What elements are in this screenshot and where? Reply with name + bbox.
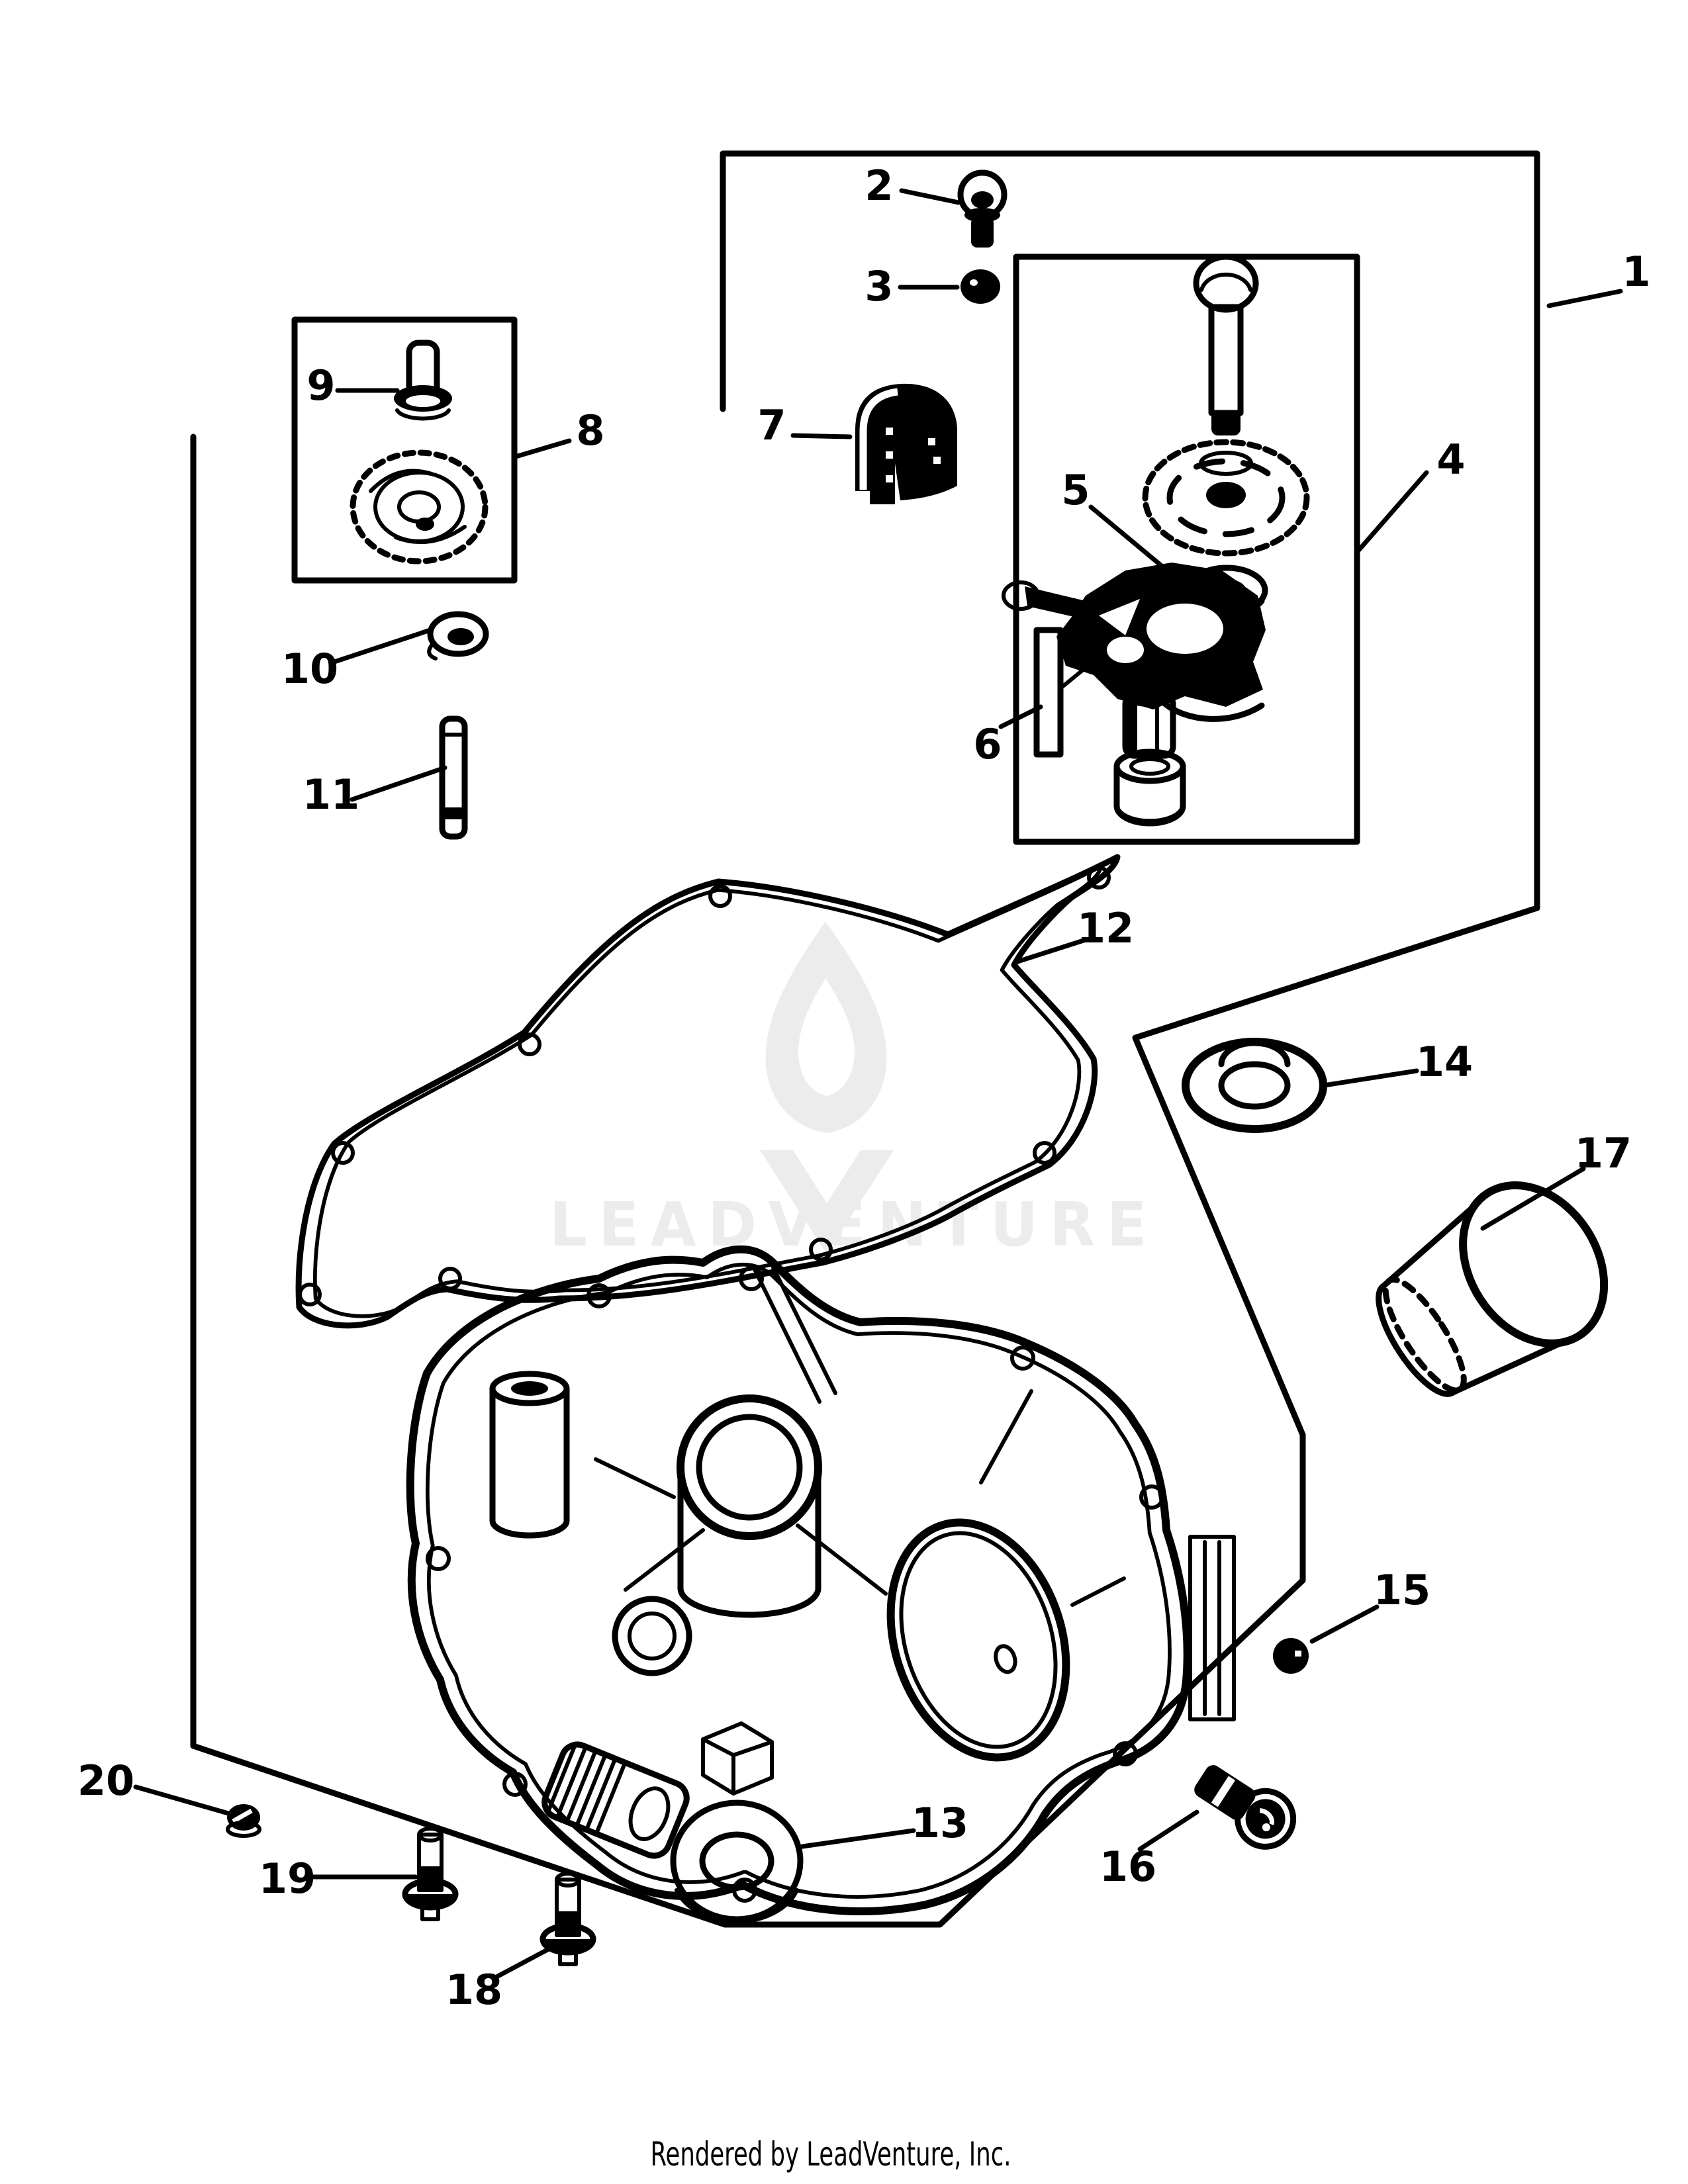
- leader-8: [513, 438, 572, 459]
- callout-6-label[interactable]: 6: [973, 720, 1002, 768]
- callout-15-label[interactable]: 15: [1374, 1566, 1430, 1614]
- part-oil-pan: [406, 1245, 1236, 1915]
- part-flange-screw-2: [957, 169, 1008, 248]
- part-oil-filter-17: [1376, 1181, 1609, 1397]
- pan-ribs: [594, 1265, 1126, 1607]
- v-logo-icon-inner: [794, 1148, 859, 1203]
- leader-12: [1013, 937, 1088, 965]
- group-4-box: [1013, 253, 1360, 845]
- part-cap-10: [427, 611, 489, 660]
- part-dowel-pin-11: [439, 715, 468, 840]
- footer-credit: Rendered by LeadVenture, Inc.: [651, 2135, 1011, 2173]
- part-pump-bolt: [1193, 253, 1259, 435]
- part-plug-20: [226, 1804, 261, 1838]
- leader-20: [133, 1784, 231, 1816]
- part-bolt-19: [402, 1827, 459, 1921]
- leader-7: [790, 433, 853, 439]
- part-bolt-18: [539, 1872, 596, 1966]
- part-pump-cup: [1113, 749, 1186, 827]
- part-oil-seal-13: [670, 1799, 804, 1924]
- callout-13-label[interactable]: 13: [912, 1799, 968, 1847]
- leader-15: [1309, 1604, 1380, 1644]
- callout-1-label[interactable]: 1: [1622, 248, 1650, 296]
- callout-2-label[interactable]: 2: [865, 161, 893, 210]
- leader-lines: [133, 188, 1623, 1979]
- pan-small-bore: [612, 1596, 692, 1676]
- leader-13: [800, 1828, 916, 1849]
- callout-19-label[interactable]: 19: [259, 1854, 316, 1903]
- callout-10-label[interactable]: 10: [281, 645, 338, 693]
- flame-icon-inner: [798, 978, 855, 1096]
- part-governor-gear-8: [350, 449, 489, 565]
- callout-5-label[interactable]: 5: [1061, 466, 1090, 514]
- pan-oil-pickup: [541, 1741, 690, 1859]
- callout-16-label[interactable]: 16: [1100, 1843, 1156, 1891]
- callout-3-label[interactable]: 3: [865, 262, 893, 310]
- watermark-text: LEADVENTURE: [549, 1189, 1158, 1260]
- group-8-box: [291, 316, 518, 584]
- callout-20-label[interactable]: 20: [77, 1756, 134, 1805]
- part-bearing-shell-7: [855, 383, 957, 504]
- part-nut-3: [961, 269, 1000, 304]
- callout-17-label[interactable]: 17: [1575, 1129, 1632, 1177]
- leader-5: [1088, 504, 1173, 576]
- leader-16: [1137, 1809, 1199, 1852]
- leader-11: [350, 765, 447, 802]
- group-1-boundary: [190, 150, 1540, 1928]
- callout-12-label[interactable]: 12: [1077, 904, 1134, 952]
- pan-governor-plate: [886, 1518, 1070, 1762]
- part-washer-14: [1182, 1038, 1327, 1133]
- leader-18: [495, 1942, 560, 1979]
- part-pump-roller: [1122, 686, 1176, 759]
- pan-drain-boss: [701, 1721, 774, 1796]
- part-bolt-16: [1194, 1765, 1297, 1850]
- leader-4: [1356, 470, 1429, 553]
- leader-10: [332, 627, 433, 664]
- pan-side-tab: [1188, 1535, 1236, 1721]
- part-pump-gear: [1142, 439, 1310, 557]
- part-pump-body-6: [1002, 563, 1266, 758]
- gasket-bolt-holes: [298, 866, 1111, 1306]
- callout-4-label[interactable]: 4: [1436, 435, 1465, 484]
- callout-14-label[interactable]: 14: [1416, 1038, 1473, 1086]
- part-gasket-12: [295, 854, 1121, 1329]
- callout-18-label[interactable]: 18: [445, 1966, 502, 2014]
- pan-center-bore: [677, 1394, 822, 1618]
- leader-1: [1546, 289, 1623, 308]
- leader-17: [1480, 1166, 1586, 1231]
- v-logo-icon: [760, 1150, 894, 1254]
- callout-9-label[interactable]: 9: [306, 361, 335, 410]
- part-gear-pin-9: [394, 340, 452, 421]
- leader-14: [1321, 1068, 1419, 1088]
- part-nut-15: [1273, 1638, 1309, 1674]
- callout-11-label[interactable]: 11: [303, 770, 359, 819]
- leader-2: [899, 188, 961, 205]
- callout-7-label[interactable]: 7: [757, 401, 786, 449]
- leader-6: [998, 704, 1043, 729]
- leadventure-watermark: LEADVENTURE: [549, 921, 1158, 1260]
- pan-boss-cylinder: [489, 1371, 570, 1539]
- callout-8-label[interactable]: 8: [576, 406, 604, 455]
